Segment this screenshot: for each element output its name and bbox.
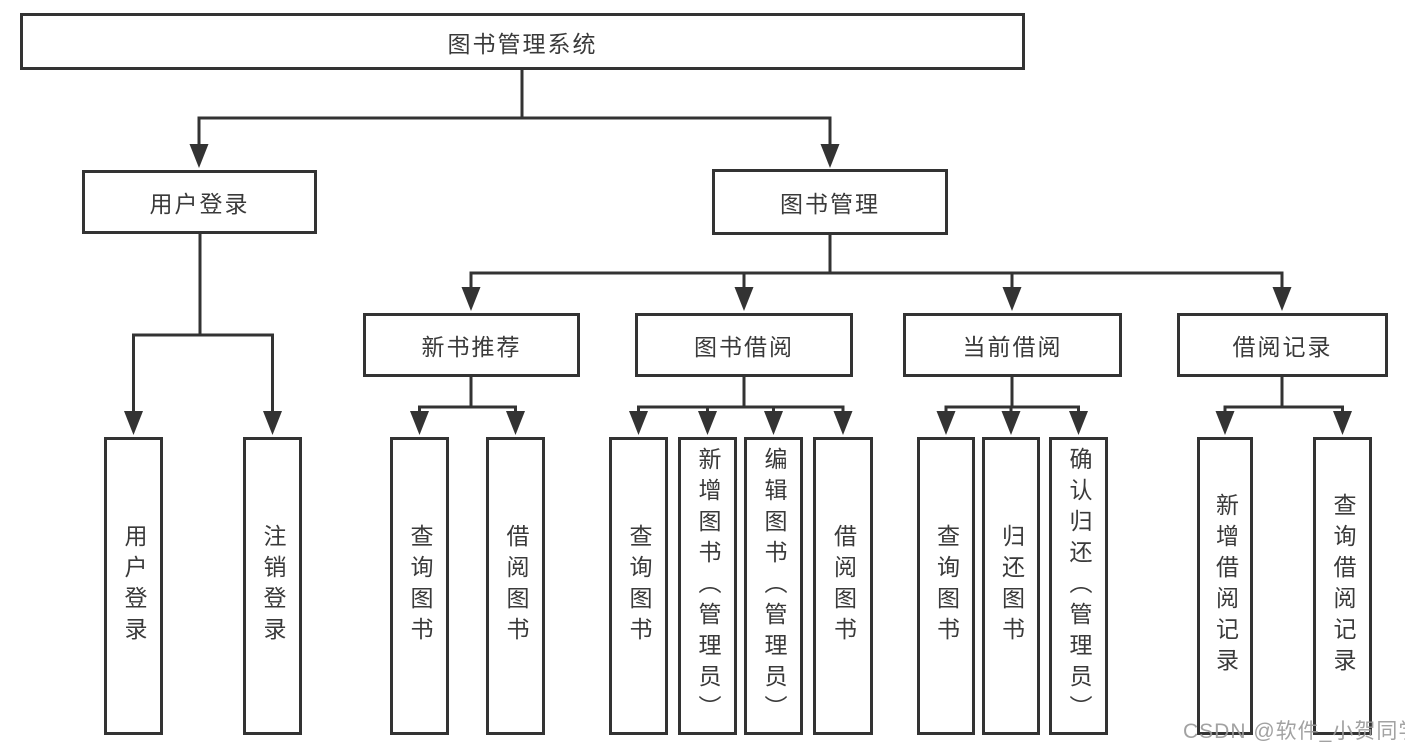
leaf-query-books-current: 查询图书	[917, 437, 975, 735]
node-current-borrowing: 当前借阅	[903, 313, 1122, 377]
node-library-management-system: 图书管理系统	[20, 13, 1025, 70]
node-label: 查询图书	[407, 524, 433, 648]
leaf-add-books-admin: 新增图书（管理员）	[678, 437, 737, 735]
csdn-watermark: CSDN @软件_小贺同学	[1183, 720, 1405, 743]
node-label: 借阅图书	[830, 524, 857, 648]
leaf-user-login: 用户登录	[104, 437, 163, 735]
node-user-login: 用户登录	[82, 170, 317, 234]
leaf-query-borrow-record: 查询借阅记录	[1313, 437, 1372, 735]
node-label: 查询图书	[626, 524, 652, 648]
node-new-book-recommend: 新书推荐	[363, 313, 580, 377]
leaf-return-books: 归还图书	[982, 437, 1040, 735]
node-label: 新增借阅记录	[1212, 493, 1239, 679]
leaf-query-books-recommend: 查询图书	[390, 437, 449, 735]
node-label: 编辑图书（管理员）	[761, 446, 787, 726]
node-label: 图书管理系统	[447, 30, 598, 57]
node-label: 新书推荐	[421, 334, 522, 360]
node-label: 注销登录	[260, 524, 286, 648]
node-label: 新增图书（管理员）	[695, 446, 721, 726]
node-book-management: 图书管理	[712, 169, 948, 235]
node-book-borrowing: 图书借阅	[635, 313, 853, 377]
node-label: 确认归还（管理员）	[1066, 446, 1092, 726]
arrowhead-icons	[124, 144, 1352, 435]
node-label: 当前借阅	[962, 334, 1063, 360]
leaf-confirm-return-admin: 确认归还（管理员）	[1049, 437, 1108, 735]
leaf-edit-books-admin: 编辑图书（管理员）	[744, 437, 803, 735]
node-label: 用户登录	[149, 191, 250, 217]
node-label: 归还图书	[998, 524, 1025, 648]
node-label: 用户登录	[121, 524, 147, 648]
leaf-borrow-books-recommend: 借阅图书	[486, 437, 545, 735]
node-label: 查询借阅记录	[1330, 493, 1356, 679]
node-borrowing-records: 借阅记录	[1177, 313, 1388, 377]
leaf-query-books-borrowing: 查询图书	[609, 437, 668, 735]
node-label: 借阅记录	[1232, 334, 1333, 360]
node-label: 查询图书	[933, 524, 960, 648]
leaf-logout: 注销登录	[243, 437, 302, 735]
leaf-borrow-books: 借阅图书	[813, 437, 873, 735]
leaf-add-borrow-record: 新增借阅记录	[1197, 437, 1253, 735]
node-label: 图书管理	[780, 191, 880, 217]
node-label: 借阅图书	[503, 524, 529, 648]
node-label: 图书借阅	[694, 334, 794, 360]
